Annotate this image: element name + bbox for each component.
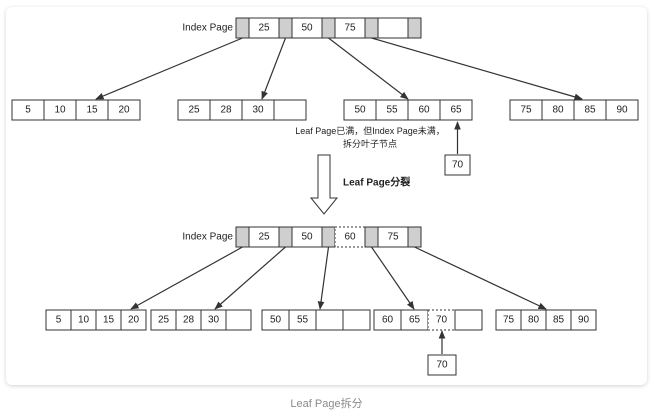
index-before-pointer-cell [364, 17, 379, 39]
leaf-before-4-value: 90 [616, 105, 628, 116]
index-before-pointer-cell [407, 17, 422, 39]
leaf-after-2-value: 28 [183, 315, 195, 326]
index-page-label-before: Index Page [182, 23, 233, 34]
leaf-before-4-value: 85 [584, 105, 596, 116]
leaf-after-5-value: 80 [528, 315, 540, 326]
pointer-arrow-after [414, 246, 547, 310]
leaf-after-3-cell [342, 309, 371, 331]
leaf-after-4-value: 60 [382, 315, 394, 326]
insert-value-box-before [444, 154, 471, 176]
index-after-pointer-cell [364, 226, 379, 248]
index-before-pointer-cell [235, 17, 250, 39]
split-transition-label: Leaf Page分裂 [343, 176, 410, 189]
leaf-after-5-value: 75 [503, 315, 515, 326]
leaf-after-1-value: 5 [56, 315, 62, 326]
index-page-label-after: Index Page [182, 232, 233, 243]
pointer-arrow-before [328, 37, 409, 100]
pointer-arrow-before [95, 37, 243, 100]
leaf-after-4-value: 65 [409, 315, 421, 326]
leaf-after-2-cell [225, 309, 252, 331]
leaf-before-1-value: 20 [118, 105, 130, 116]
index-after-pointer-cell [407, 226, 422, 248]
index-after-new-key-label: 60 [344, 232, 356, 243]
leaf-before-2-value: 30 [252, 105, 264, 116]
insert-value-after: 70 [436, 360, 448, 371]
split-note-line1: Leaf Page已满，但Index Page未满， [295, 125, 445, 136]
leaf-after-4-value: 70 [436, 315, 448, 326]
split-note-line2: 拆分叶子节点 [343, 138, 397, 149]
index-after-pointer-cell [235, 226, 250, 248]
leaf-after-5-value: 85 [553, 315, 565, 326]
leaf-before-3-value: 60 [418, 105, 430, 116]
pointer-arrow-after [317, 246, 330, 310]
pointer-arrow-after [214, 246, 286, 310]
leaf-after-3-value: 50 [270, 315, 282, 326]
leaf-before-4-value: 80 [552, 105, 564, 116]
leaf-after-5-cell [570, 309, 597, 331]
pointer-arrow-after [130, 246, 243, 310]
index-after-key-label: 75 [387, 232, 399, 243]
pointer-arrow-after [371, 246, 415, 310]
figure-caption: Leaf Page拆分 [290, 398, 363, 410]
leaf-after-3-value: 55 [297, 315, 309, 326]
index-after-pointer-cell [278, 226, 293, 248]
pointer-arrow-before [261, 37, 287, 100]
leaf-after-3-cell [315, 309, 344, 331]
leaf-after-2-value: 30 [208, 315, 220, 326]
leaf-page-split-diagram: Index Page 25 50 75 5 10 15 20 25 28 30 50 55 60 65 75 8… [11, 17, 639, 376]
index-before-pointer-cell [278, 17, 293, 39]
leaf-after-2-value: 25 [158, 315, 170, 326]
leaf-after-1-value: 10 [78, 315, 90, 326]
leaf-before-2-value: 25 [188, 105, 200, 116]
index-after-key-label: 25 [258, 232, 270, 243]
leaf-before-4-value: 75 [520, 105, 532, 116]
leaf-before-3-value: 55 [386, 105, 398, 116]
leaf-before-1-cell [107, 99, 141, 121]
leaf-after-1-cell [120, 309, 147, 331]
leaf-before-2-value: 28 [220, 105, 232, 116]
split-transition-arrow [309, 154, 339, 215]
index-after-key-label: 50 [301, 232, 313, 243]
leaf-after-1-value: 20 [128, 315, 140, 326]
leaf-after-1-value: 15 [103, 315, 115, 326]
insert-value-box-after [427, 354, 457, 376]
index-before-key-label: 50 [301, 23, 313, 34]
index-before-pointer-cell [321, 17, 336, 39]
index-after-pointer-cell [321, 226, 336, 248]
index-before-key-label: 25 [258, 23, 270, 34]
insert-value-before: 70 [452, 160, 464, 171]
leaf-before-1-value: 10 [54, 105, 66, 116]
index-before-empty-cell [377, 17, 409, 39]
leaf-before-2-cell [273, 99, 307, 121]
index-before-key-label: 75 [344, 23, 356, 34]
leaf-before-3-value: 50 [354, 105, 366, 116]
leaf-after-4-cell [454, 309, 483, 331]
leaf-before-4-cell [605, 99, 639, 121]
leaf-before-3-value: 65 [450, 105, 462, 116]
leaf-before-3-cell [439, 99, 473, 121]
leaf-before-1-value: 15 [86, 105, 98, 116]
pointer-arrow-before [371, 37, 583, 101]
leaf-before-1-value: 5 [25, 105, 31, 116]
leaf-after-5-value: 90 [578, 315, 590, 326]
